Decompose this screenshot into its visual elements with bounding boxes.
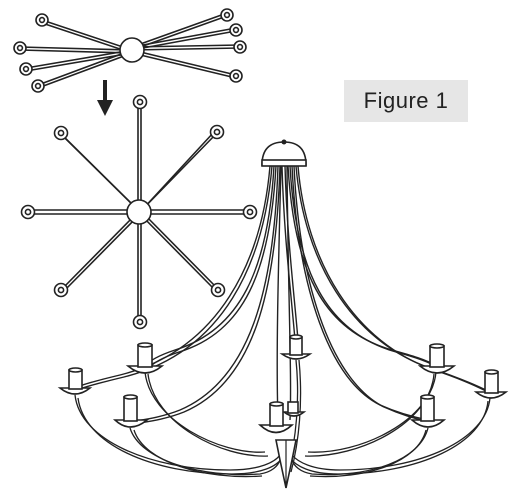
folded-arms-hub xyxy=(13,8,247,93)
chandelier xyxy=(57,139,509,489)
down-arrow xyxy=(97,80,113,116)
spread-arms-hub xyxy=(20,94,258,330)
figure-label: Figure 1 xyxy=(344,80,468,122)
